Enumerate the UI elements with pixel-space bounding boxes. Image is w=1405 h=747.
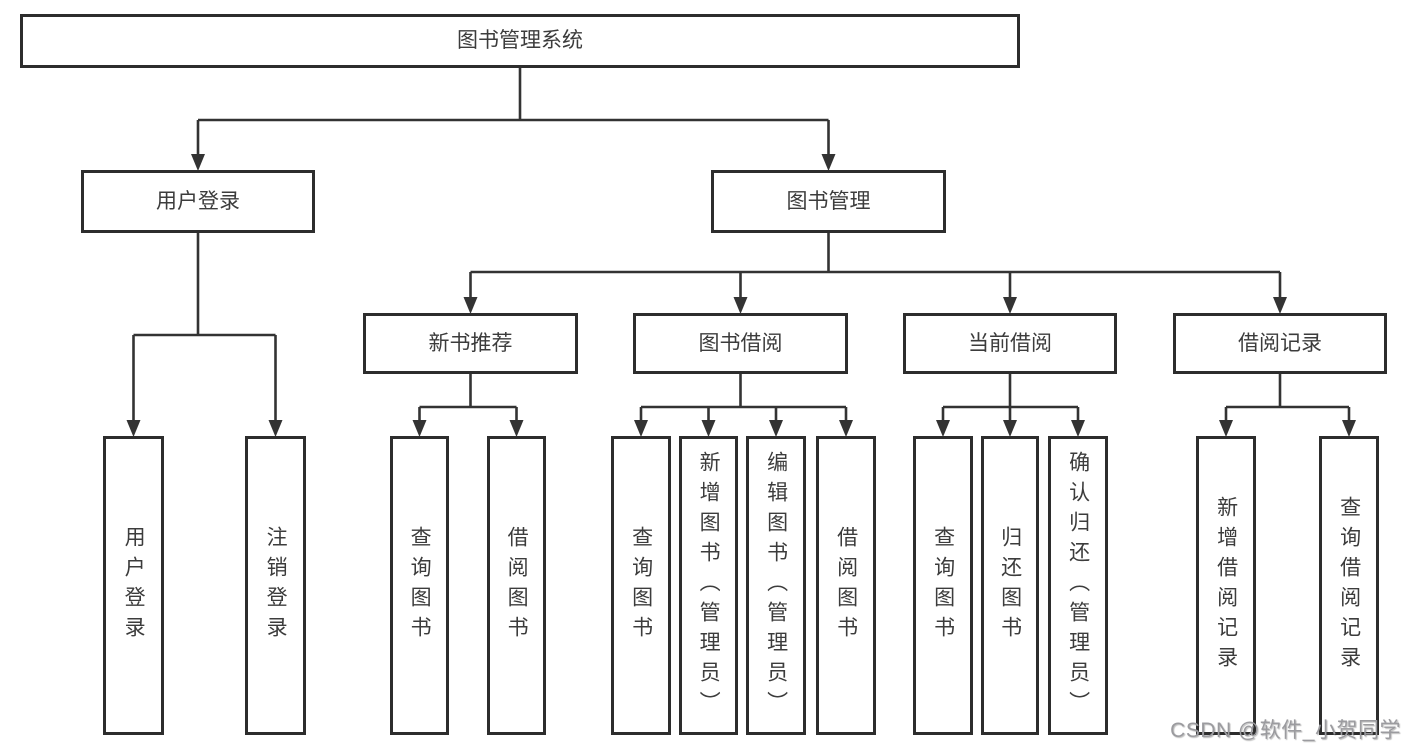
arrowhead-icon [733, 297, 748, 314]
node-logout: 注销登录 [245, 436, 306, 735]
arrowhead-icon [634, 420, 648, 437]
node-user-login: 用户登录 [81, 170, 315, 233]
node-bb-borrow: 借阅图书 [816, 436, 876, 735]
arrowhead-icon [509, 420, 524, 437]
node-br-query: 查询借阅记录 [1319, 436, 1379, 735]
node-bb-query: 查询图书 [611, 436, 671, 735]
arrowhead-icon [769, 420, 783, 437]
arrowhead-icon [1219, 420, 1233, 437]
node-br-add: 新增借阅记录 [1196, 436, 1256, 735]
node-bb-add: 新增图书（管理员） [679, 436, 738, 735]
node-cb-query: 查询图书 [913, 436, 973, 735]
arrowhead-icon [936, 420, 950, 437]
arrowhead-icon [268, 420, 283, 437]
arrowhead-icon [126, 420, 141, 437]
arrowhead-icon [1071, 420, 1085, 437]
arrowhead-icon [412, 420, 427, 437]
csdn-watermark: CSDN @软件_小贺同学 [1170, 719, 1401, 742]
arrowhead-icon [1003, 297, 1017, 314]
arrowhead-icon [839, 420, 853, 437]
arrowhead-icon [463, 297, 478, 314]
arrowhead-icon [701, 420, 716, 437]
arrowhead-icon [191, 154, 205, 171]
arrowhead-icon [1273, 297, 1287, 314]
arrowhead-icon [1342, 420, 1356, 437]
node-new-book-rec: 新书推荐 [363, 313, 578, 374]
arrowhead-icon [821, 154, 836, 171]
node-root: 图书管理系统 [20, 14, 1020, 68]
node-rec-borrow: 借阅图书 [487, 436, 546, 735]
node-cb-return: 归还图书 [981, 436, 1039, 735]
node-borrow-record: 借阅记录 [1173, 313, 1387, 374]
node-book-borrow: 图书借阅 [633, 313, 848, 374]
node-bb-edit: 编辑图书（管理员） [746, 436, 806, 735]
node-login: 用户登录 [103, 436, 164, 735]
node-book-mgmt: 图书管理 [711, 170, 946, 233]
node-current-borrow: 当前借阅 [903, 313, 1117, 374]
arrowhead-icon [1003, 420, 1017, 437]
node-cb-confirm: 确认归还（管理员） [1048, 436, 1108, 735]
node-rec-query: 查询图书 [390, 436, 449, 735]
